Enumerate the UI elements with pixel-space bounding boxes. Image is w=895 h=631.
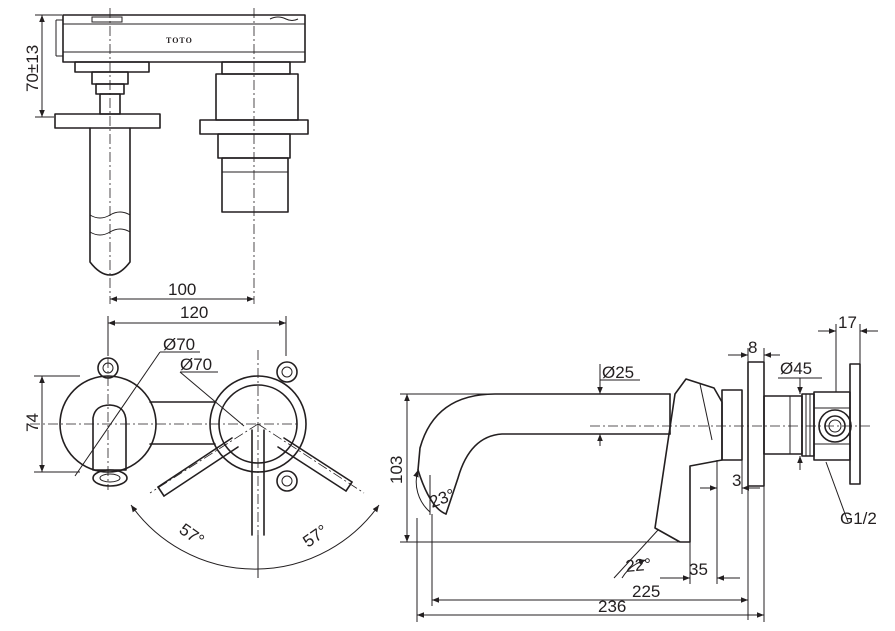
dim-height-tol: 70±13 [23,45,42,92]
dim-3: 3 [732,471,741,490]
angle-left: 57° [176,520,208,550]
angle-22: 22° [625,555,652,576]
dim-100: 100 [168,280,196,299]
top-view: TOTO 70±13 100 [23,8,309,304]
thread-label: G1/2 [840,509,877,528]
side-view: 103 Ø25 23° 22° 35 3 225 236 [387,313,878,622]
dim-120: 120 [180,303,208,322]
angle-right: 57° [299,521,331,551]
dim-dia-plate-1: Ø70 [163,335,195,354]
side-wall-plate [747,361,765,487]
dim-74: 74 [23,413,42,432]
lever-handle [654,378,723,543]
dim-dia-45: Ø45 [780,359,812,378]
front-view: 120 [23,303,380,578]
dim-8: 8 [748,338,757,357]
dim-103: 103 [387,456,406,484]
spout-bottom [445,433,671,515]
dim-35: 35 [689,560,708,579]
dim-236: 236 [598,597,626,616]
dim-dia-spout: Ø25 [602,363,634,382]
spout-top [417,393,671,471]
angle-23: 23° [427,485,458,512]
top-body [62,14,306,63]
brand-logo: TOTO [166,36,193,45]
dim-225: 225 [632,582,660,601]
dim-dia-plate-2: Ø70 [180,355,212,374]
dim-17: 17 [838,313,857,332]
